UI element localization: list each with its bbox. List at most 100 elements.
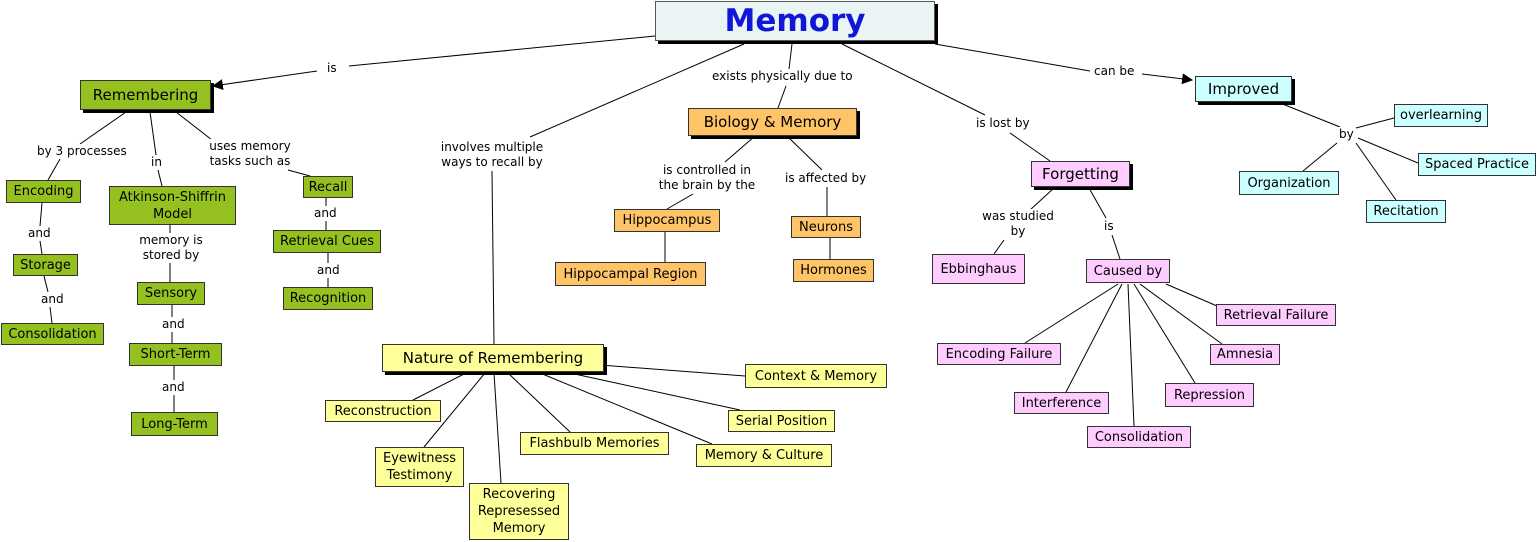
node-consolidation-cause[interactable]: Consolidation [1087,426,1191,448]
node-remembering[interactable]: Remembering [80,80,211,110]
node-recitation[interactable]: Recitation [1366,200,1446,223]
link-is-causedby [1111,234,1121,260]
link-memory-involves [529,43,745,138]
node-forgetting[interactable]: Forgetting [1031,161,1130,187]
link-improved-by [1279,102,1341,128]
node-recognition[interactable]: Recognition [283,287,373,310]
label-and: and [316,263,341,278]
node-flashbulb-memories[interactable]: Flashbulb Memories [520,432,669,455]
root-node-memory[interactable]: Memory [655,1,935,41]
node-retrieval-cues[interactable]: Retrieval Cues [273,230,381,253]
node-encoding-failure[interactable]: Encoding Failure [937,343,1061,365]
node-encoding[interactable]: Encoding [6,180,81,203]
link-nature-serial [569,372,741,411]
link-is-remembering [211,70,318,91]
node-sensory[interactable]: Sensory [137,282,205,305]
link-nature-culture [539,372,713,445]
label-is-lost-by: is lost by [975,116,1031,131]
link-studied-ebbinghaus [993,239,1005,255]
label-involves-multiple-ways: involves multiple ways to recall by [435,140,549,170]
link-in-atkinson [157,169,163,187]
link-biology-affected [786,135,823,171]
node-serial-position[interactable]: Serial Position [728,410,835,432]
node-improved[interactable]: Improved [1195,76,1292,102]
node-hormones[interactable]: Hormones [793,259,874,282]
link-controlled-hippocampus [666,193,694,210]
link-biology-controlled [724,135,756,163]
label-controlled-in-brain: is controlled in the brain by the [651,163,763,193]
link-cause-repression [1133,283,1196,384]
label-uses-memory-tasks: uses memory tasks such as [201,139,299,169]
link-cause-amnesia [1139,283,1223,345]
label-exists-physically-due-to: exists physically due to [711,69,854,84]
node-context-and-memory[interactable]: Context & Memory [745,364,887,388]
link-lost-forgetting [1009,132,1051,162]
link-processes-encoding [47,158,61,181]
label-is-affected-by: is affected by [784,171,868,186]
node-neurons[interactable]: Neurons [791,216,861,238]
link-cause-encoding [1024,283,1119,344]
link-by-recitation [1355,142,1397,201]
label-by-3-processes: by 3 processes [36,144,128,159]
node-recovering-repressed-memory[interactable]: Recovering Represessed Memory [469,483,569,540]
link-involves-nature [491,170,495,345]
node-biology-and-memory[interactable]: Biology & Memory [688,108,857,136]
node-reconstruction[interactable]: Reconstruction [325,400,441,422]
node-recall[interactable]: Recall [303,176,353,198]
link-canbe-improved [1141,73,1194,85]
label-in: in [150,155,163,170]
node-ebbinghaus[interactable]: Ebbinghaus [932,254,1025,284]
node-interference[interactable]: Interference [1014,392,1109,414]
link-cause-consolidation [1127,283,1135,427]
link-storage-and [43,275,49,293]
link-by-spaced [1357,137,1419,164]
node-long-term[interactable]: Long-Term [131,412,218,436]
node-short-term[interactable]: Short-Term [129,343,222,366]
node-overlearning[interactable]: overlearning [1394,104,1488,127]
node-hippocampal-region[interactable]: Hippocampal Region [555,262,706,286]
link-exists-biology [777,85,787,109]
link-forgetting-is [1088,187,1107,219]
node-amnesia[interactable]: Amnesia [1210,344,1280,365]
node-eyewitness-testimony[interactable]: Eyewitness Testimony [375,447,464,487]
link-by-organization [1302,142,1338,172]
node-spaced-practice[interactable]: Spaced Practice [1418,153,1536,176]
link-memory-exists [788,43,793,70]
link-by-overlearning [1355,117,1395,129]
label-by: by [1338,127,1355,142]
node-nature-of-remembering[interactable]: Nature of Remembering [382,344,604,372]
link-encoding-and [39,202,43,227]
label-and: and [27,226,52,241]
label-and: and [40,292,65,307]
link-cause-retrieval [1165,283,1218,307]
node-memory-and-culture[interactable]: Memory & Culture [696,444,832,467]
link-nature-eyewitness [423,372,486,448]
label-was-studied-by: was studied by [976,209,1060,239]
node-organization[interactable]: Organization [1239,171,1339,195]
link-remembering-in [149,111,157,156]
link-nature-recovering [493,372,502,484]
link-nature-context [599,364,746,377]
label-and: and [313,206,338,221]
node-hippocampus[interactable]: Hippocampus [614,209,720,232]
node-repression[interactable]: Repression [1165,383,1254,407]
link-nature-reconstruction [412,372,467,401]
link-and-consolidation [49,306,53,324]
label-can-be: can be [1093,64,1136,79]
node-storage[interactable]: Storage [13,254,78,276]
link-memory-lost [841,43,986,116]
node-atkinson-shiffrin-model[interactable]: Atkinson-Shiffrin Model [109,186,236,225]
link-uses-recall [287,169,311,177]
label-memory-is-stored-by: memory is stored by [134,233,208,263]
label-and: and [161,317,186,332]
link-forgetting-studied [1029,187,1055,211]
link-memory-is [348,35,656,67]
node-consolidation[interactable]: Consolidation [1,323,104,345]
node-caused-by[interactable]: Caused by [1086,259,1170,283]
label-is: is [326,61,338,76]
link-remembering-processes [79,111,127,145]
node-retrieval-failure[interactable]: Retrieval Failure [1216,304,1336,326]
label-is: is [1103,219,1115,234]
link-and-storage [39,240,43,255]
